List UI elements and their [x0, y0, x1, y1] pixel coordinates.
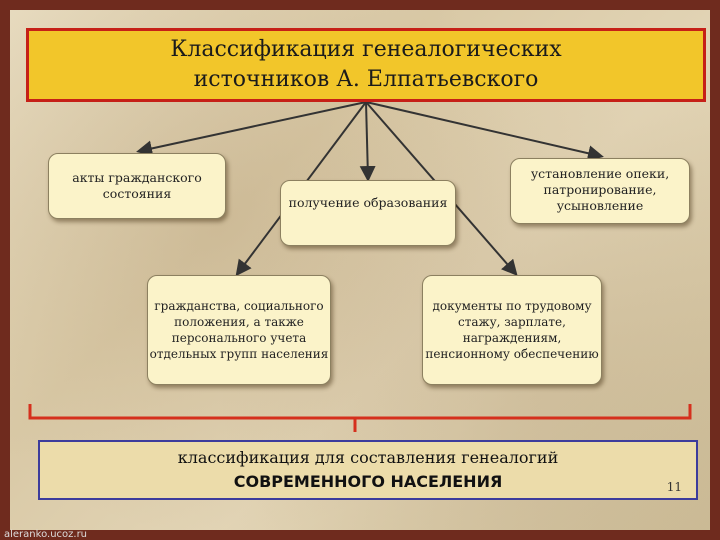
node-guardianship: установление опеки, патронирование, усын…: [510, 158, 690, 224]
node-civil-acts: акты гражданского состояния: [48, 153, 226, 219]
node-education: получение образования: [280, 180, 456, 246]
footer-url: aleranko.ucoz.ru: [4, 529, 88, 540]
title-line-2: источников А. Елпатьевского: [193, 67, 539, 92]
title-box: Классификация генеалогических источников…: [26, 28, 706, 102]
arrow-to-education: [359, 101, 376, 182]
summary-line-1: классификация для составления генеалогий: [177, 448, 559, 467]
summary-line-2: СОВРЕМЕННОГО НАСЕЛЕНИЯ: [233, 472, 503, 491]
summary-box: классификация для составления генеалогий…: [38, 440, 698, 500]
page-number: 11: [666, 480, 682, 494]
summary-brace: [28, 404, 692, 432]
arrow-to-guardianship: [365, 101, 604, 162]
node-employment: документы по трудовому стажу, зарплате, …: [422, 275, 602, 385]
title-line-1: Классификация генеалогических: [170, 37, 562, 62]
arrow-to-civil-acts: [136, 101, 367, 157]
node-citizenship: гражданства, социального положения, а та…: [147, 275, 331, 385]
